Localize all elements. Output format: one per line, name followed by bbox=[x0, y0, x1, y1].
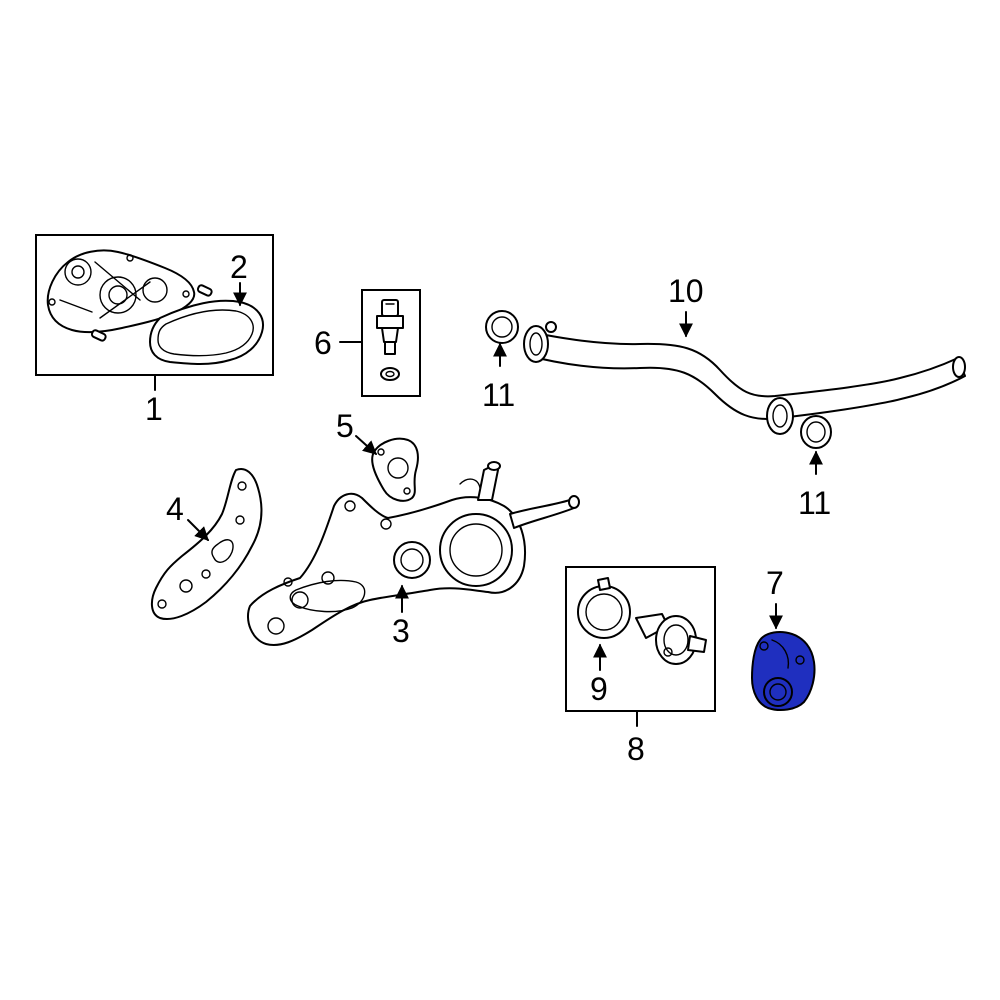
part-7-group: 7 bbox=[751, 565, 816, 711]
callout-8: 8 bbox=[627, 731, 645, 767]
callout-1: 1 bbox=[145, 391, 163, 427]
leader-5 bbox=[355, 435, 378, 455]
water-pump-illustration[interactable] bbox=[46, 249, 196, 334]
callout-2: 2 bbox=[230, 249, 248, 285]
dowel-pin-2 bbox=[90, 329, 107, 342]
thermostat-housing-illustration[interactable] bbox=[247, 461, 580, 646]
callout-10: 10 bbox=[668, 273, 704, 309]
thermostat-gasket-illustration[interactable] bbox=[577, 577, 631, 639]
coolant-temp-sensor-illustration[interactable] bbox=[376, 299, 404, 355]
callout-11a: 11 bbox=[482, 377, 515, 413]
thermostat-illustration[interactable] bbox=[635, 613, 707, 665]
callout-11b: 11 bbox=[798, 485, 831, 521]
callout-4: 4 bbox=[166, 491, 184, 527]
water-pipe-group: 10 11 11 bbox=[482, 273, 966, 521]
outlet-gasket-illustration[interactable] bbox=[371, 437, 419, 502]
sensor-washer-illustration[interactable] bbox=[380, 367, 400, 381]
part-5-group: 5 bbox=[336, 408, 419, 502]
callout-3: 3 bbox=[392, 613, 410, 649]
housing-gasket-illustration[interactable] bbox=[150, 468, 263, 620]
thermostat-cover-illustration[interactable] bbox=[751, 631, 816, 711]
part-4-group: 4 bbox=[150, 468, 263, 620]
o-ring-lower-illustration[interactable] bbox=[800, 415, 832, 449]
part-3-group: 3 bbox=[247, 461, 580, 649]
callout-6: 6 bbox=[314, 325, 332, 361]
callout-5: 5 bbox=[336, 408, 354, 444]
sensor-group: 6 bbox=[314, 289, 421, 397]
o-ring-upper-illustration[interactable] bbox=[485, 310, 519, 344]
kit-box-8 bbox=[565, 566, 716, 712]
water-pump-kit-group: 1 2 bbox=[35, 234, 274, 427]
callout-9: 9 bbox=[590, 671, 608, 707]
dowel-pin-1 bbox=[196, 284, 213, 297]
water-pipe-illustration[interactable] bbox=[523, 321, 966, 435]
leader-4 bbox=[187, 519, 209, 541]
thermostat-kit-group: 9 8 bbox=[565, 566, 716, 767]
callout-7: 7 bbox=[766, 565, 784, 601]
